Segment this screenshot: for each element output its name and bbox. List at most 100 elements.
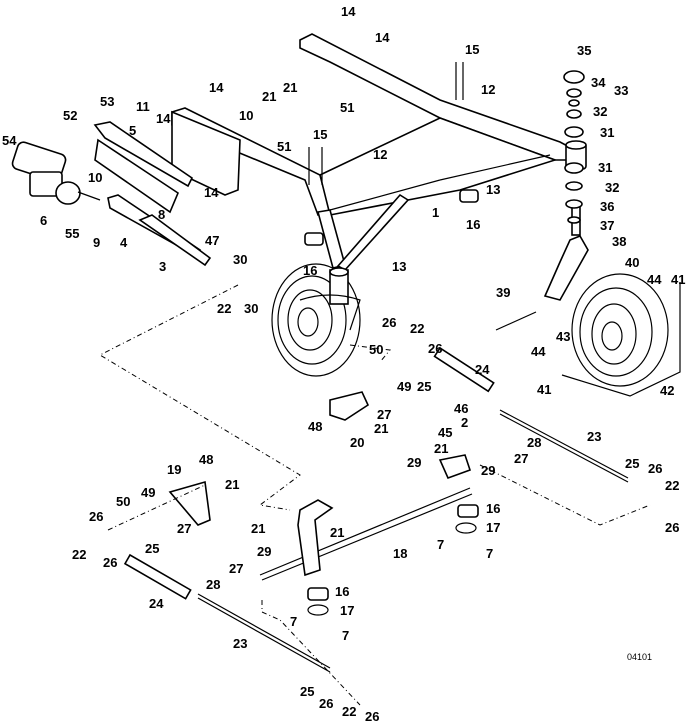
part-callout-7: 7 — [486, 546, 494, 561]
actuator-tube — [107, 194, 212, 267]
part-callout-28: 28 — [206, 577, 221, 592]
part-callout-37: 37 — [600, 218, 615, 233]
part-callout-9: 9 — [93, 235, 101, 250]
part-callout-17: 17 — [340, 603, 355, 618]
part-callout-16: 16 — [466, 217, 481, 232]
part-callout-25: 25 — [417, 379, 432, 394]
part-callout-17: 17 — [486, 520, 501, 535]
part-callout-20: 20 — [350, 435, 365, 450]
part-callout-6: 6 — [40, 213, 48, 228]
spring-lower — [123, 553, 192, 600]
part-callout-27: 27 — [377, 407, 392, 422]
drawing-code: 04101 — [627, 652, 653, 662]
part-callout-25: 25 — [625, 456, 640, 471]
part-callout-29: 29 — [481, 463, 496, 478]
part-callout-22: 22 — [342, 704, 357, 719]
part-callout-16: 16 — [335, 584, 350, 599]
part-callout-1: 1 — [432, 205, 440, 220]
part-callout-51: 51 — [277, 139, 292, 154]
part-callout-22: 22 — [665, 478, 680, 493]
assembly-line-left — [98, 284, 301, 511]
part-callout-45: 45 — [438, 425, 453, 440]
part-callout-50: 50 — [116, 494, 131, 509]
part-callout-39: 39 — [496, 285, 511, 300]
part-callout-14: 14 — [204, 185, 219, 200]
lift-arm-bracket — [93, 110, 241, 214]
part-callout-7: 7 — [437, 537, 445, 552]
part-callout-31: 31 — [598, 160, 613, 175]
part-callout-25: 25 — [300, 684, 315, 699]
part-callout-47: 47 — [205, 233, 220, 248]
part-callout-48: 48 — [199, 452, 214, 467]
part-callout-31: 31 — [600, 125, 615, 140]
part-callout-50: 50 — [369, 342, 384, 357]
part-callout-22: 22 — [410, 321, 425, 336]
cross-shaft — [259, 487, 471, 576]
part-callout-7: 7 — [290, 614, 298, 629]
left-caster-wheel — [271, 263, 361, 377]
part-callout-44: 44 — [531, 344, 546, 359]
part-callout-13: 13 — [392, 259, 407, 274]
part-callout-10: 10 — [239, 108, 254, 123]
part-callout-43: 43 — [556, 329, 571, 344]
part-callout-22: 22 — [72, 547, 87, 562]
rod-lower — [197, 593, 331, 669]
part-callout-29: 29 — [407, 455, 422, 470]
part-callout-4: 4 — [120, 235, 128, 250]
part-callout-2: 2 — [461, 415, 469, 430]
part-callout-3: 3 — [159, 259, 167, 274]
part-callout-18: 18 — [393, 546, 408, 561]
part-callout-25: 25 — [145, 541, 160, 556]
part-callout-52: 52 — [63, 108, 78, 123]
part-callout-32: 32 — [605, 180, 620, 195]
link-bracket-upper — [329, 391, 370, 421]
assembly-bracket — [561, 282, 681, 397]
part-callout-27: 27 — [229, 561, 244, 576]
part-callout-53: 53 — [100, 94, 115, 109]
part-callout-15: 15 — [465, 42, 480, 57]
pedal-arm — [297, 499, 334, 577]
part-callout-34: 34 — [591, 75, 606, 90]
part-callout-26: 26 — [89, 509, 104, 524]
part-callout-26: 26 — [365, 709, 380, 724]
part-callout-21: 21 — [283, 80, 298, 95]
part-callout-21: 21 — [251, 521, 266, 536]
actuator-motor — [11, 141, 101, 205]
part-callout-30: 30 — [233, 252, 248, 267]
part-callout-40: 40 — [625, 255, 640, 270]
part-callout-21: 21 — [330, 525, 345, 540]
link-bracket-left — [168, 480, 211, 526]
part-callout-5: 5 — [129, 123, 137, 138]
part-callout-12: 12 — [481, 82, 496, 97]
part-callout-21: 21 — [262, 89, 277, 104]
rod-upper — [499, 409, 629, 479]
part-callout-27: 27 — [514, 451, 529, 466]
pivot-block-left — [307, 587, 329, 601]
spindle-washers — [563, 70, 585, 224]
part-callout-21: 21 — [434, 441, 449, 456]
part-callout-14: 14 — [209, 80, 224, 95]
part-callout-26: 26 — [103, 555, 118, 570]
part-callout-48: 48 — [308, 419, 323, 434]
part-callout-16: 16 — [303, 263, 318, 278]
part-callout-26: 26 — [665, 520, 680, 535]
part-callout-27: 27 — [177, 521, 192, 536]
part-callout-28: 28 — [527, 435, 542, 450]
part-callout-42: 42 — [660, 383, 675, 398]
part-callout-15: 15 — [313, 127, 328, 142]
part-callout-23: 23 — [587, 429, 602, 444]
part-callout-38: 38 — [612, 234, 627, 249]
part-callout-51: 51 — [340, 100, 355, 115]
part-callout-14: 14 — [375, 30, 390, 45]
part-callout-55: 55 — [65, 226, 80, 241]
part-callout-7: 7 — [342, 628, 350, 643]
part-callout-30: 30 — [244, 301, 259, 316]
axle-bolt — [495, 311, 537, 331]
pivot-block-frame-left — [304, 232, 324, 246]
link-bracket-right — [438, 454, 472, 480]
part-callout-11: 11 — [136, 99, 150, 114]
part-callout-29: 29 — [257, 544, 272, 559]
part-callout-54: 54 — [2, 133, 17, 148]
part-callout-32: 32 — [593, 104, 608, 119]
